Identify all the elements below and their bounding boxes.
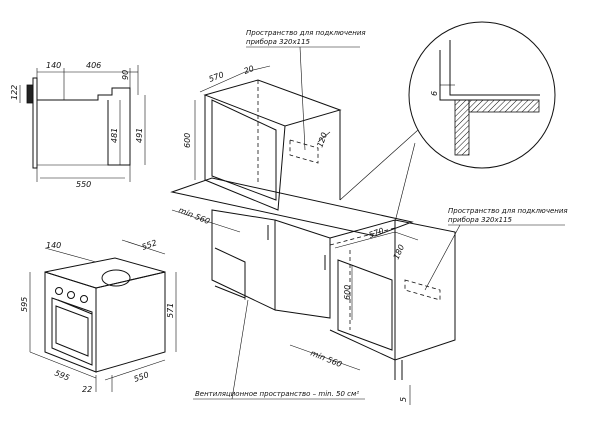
dim-140: 140 xyxy=(46,241,61,250)
label-line-1: Пространство для подключения xyxy=(448,207,568,215)
dim-90: 90 xyxy=(121,70,130,80)
knob-icon xyxy=(55,287,63,295)
knob-icon xyxy=(67,291,75,299)
lower-niche xyxy=(337,259,393,351)
dim-20: 20 xyxy=(243,64,256,76)
detail-circle xyxy=(408,21,556,169)
dim-552: 552 xyxy=(141,238,158,252)
dim-6: 6 xyxy=(430,91,439,96)
dim-600: 600 xyxy=(183,133,192,148)
cabinet-isometric: 570 20 600 min 560 120 570 180 600 min 5… xyxy=(170,64,456,405)
shelf xyxy=(170,177,414,237)
dim-min-560: min 560 xyxy=(177,206,211,227)
label-line-1: Пространство для подключения xyxy=(246,29,366,37)
oven-door xyxy=(51,297,93,366)
dim-571: 571 xyxy=(166,303,175,318)
dim-595-height: 595 xyxy=(20,297,29,312)
oven-side xyxy=(95,271,166,373)
detail-view: 6 xyxy=(339,21,556,223)
connection-space-upper xyxy=(289,139,319,164)
dim-180: 180 xyxy=(392,243,407,261)
label-connection-right: Пространство для подключения прибора 320… xyxy=(424,207,568,291)
label-line-2: прибора 320x115 xyxy=(448,216,513,224)
ventilation-text: Вентиляционное пространство – min. 50 см… xyxy=(195,390,359,398)
knob-icon xyxy=(80,295,88,303)
side-view: 140 406 90 122 481 491 550 xyxy=(10,61,146,189)
connection-space-lower xyxy=(404,279,441,301)
label-line-2: прибора 320x115 xyxy=(246,38,311,46)
dim-550: 550 xyxy=(133,370,150,384)
dim-406: 406 xyxy=(86,61,101,70)
dim-22: 22 xyxy=(82,385,92,394)
dim-120: 120 xyxy=(315,131,329,148)
oven-top-vent xyxy=(101,269,131,287)
label-connection-top: Пространство для подключения прибора 320… xyxy=(246,29,366,151)
side-handle xyxy=(26,84,34,104)
cabinet-niche xyxy=(211,99,277,201)
dim-600-lower: 600 xyxy=(343,285,352,300)
dim-550: 550 xyxy=(76,180,91,189)
dim-481: 481 xyxy=(110,128,119,143)
dim-122: 122 xyxy=(10,85,19,100)
cabinet-top xyxy=(203,79,342,127)
label-ventilation: Вентиляционное пространство – min. 50 см… xyxy=(193,299,365,400)
dim-570-lower: 570 xyxy=(368,226,385,240)
dim-140: 140 xyxy=(46,61,61,70)
dim-5: 5 xyxy=(399,397,408,402)
dim-491: 491 xyxy=(135,128,144,143)
oven-isometric: 140 552 595 571 595 550 22 xyxy=(20,238,177,394)
dim-min-560-lower: min 560 xyxy=(309,349,343,370)
dim-595-width: 595 xyxy=(53,369,71,383)
